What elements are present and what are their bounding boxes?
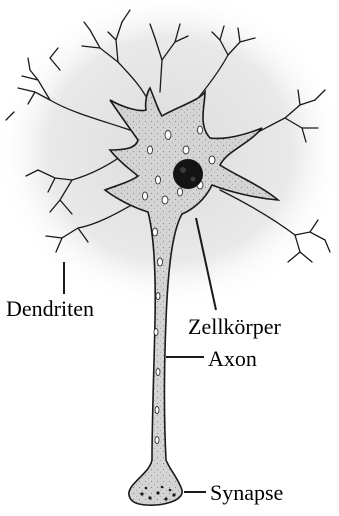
- label-dendrites: Dendriten: [6, 298, 94, 320]
- nucleus: [173, 159, 203, 189]
- label-cell-body: Zellkörper: [188, 316, 281, 338]
- label-synapse: Synapse: [210, 482, 283, 504]
- label-axon: Axon: [208, 348, 257, 370]
